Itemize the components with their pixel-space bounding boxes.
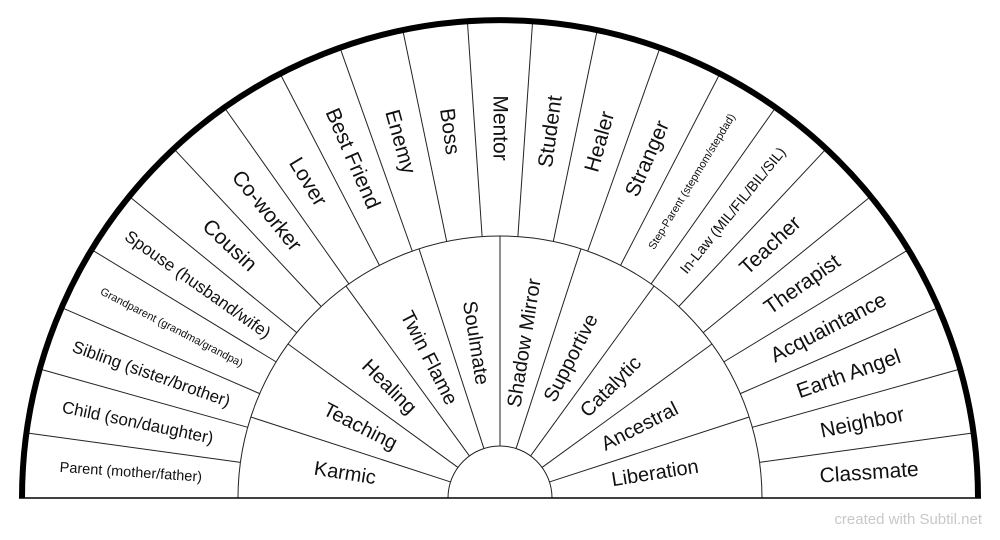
inner-ring-label: Healing (357, 355, 421, 419)
inner-ring-label: Catalytic (576, 352, 646, 422)
outer-divider (466, 21, 483, 237)
outer-divider (402, 29, 448, 242)
outer-divider (279, 73, 380, 266)
inner-divider (515, 248, 582, 449)
outer-ring-label: Enemy (380, 107, 420, 177)
outer-ring-label: Stranger (621, 117, 674, 200)
outer-divider (587, 47, 661, 252)
outer-ring-label: Healer (580, 109, 619, 175)
inner-divider (287, 343, 459, 468)
outer-divider (339, 47, 413, 252)
outer-arc (19, 17, 981, 499)
outer-divider (173, 148, 322, 307)
outer-divider (650, 107, 777, 285)
outer-divider (759, 432, 974, 463)
inner-ring-label: Teaching (319, 399, 400, 455)
outer-divider (752, 368, 961, 428)
outer-divider (517, 21, 534, 237)
outer-divider (26, 432, 241, 463)
inner-divider (541, 343, 713, 468)
inner-ring-label: Karmic (312, 458, 377, 489)
inner-divider (418, 248, 485, 449)
outer-divider (91, 249, 277, 363)
outer-divider (552, 29, 598, 242)
inner-divider (250, 416, 451, 483)
middle-arc (237, 235, 763, 499)
outer-divider (740, 307, 939, 395)
outer-ring-label: Spouse (husband/wife) (121, 227, 274, 343)
outer-ring-label: Boss (435, 107, 464, 156)
outer-ring-dividers (26, 21, 974, 463)
outer-divider (702, 195, 872, 334)
center-hub (447, 445, 553, 499)
outer-ring-label: Parent (mother/father) (59, 460, 202, 486)
inner-ring-label: Liberation (610, 456, 700, 491)
credit-watermark: created with Subtil.net (834, 511, 982, 528)
outer-divider (678, 148, 827, 307)
outer-ring-label: Mentor (489, 95, 512, 160)
outer-divider (128, 195, 298, 334)
inner-ring-label: Ancestral (598, 398, 682, 455)
outer-ring-label: Child (son/daughter) (60, 398, 215, 448)
inner-divider (345, 285, 470, 457)
inner-ring-dividers (250, 236, 750, 483)
inner-ring-label: Soulmate (458, 299, 493, 386)
outer-divider (620, 73, 721, 266)
outer-ring-label: Cousin (198, 215, 261, 276)
outer-divider (223, 107, 350, 285)
ring-arcs (19, 17, 981, 499)
inner-ring-label: Shadow Mirror (504, 277, 546, 409)
outer-ring-label: Classmate (819, 458, 920, 488)
outer-divider (723, 249, 909, 363)
outer-divider (61, 307, 260, 395)
outer-ring-label: Therapist (760, 250, 845, 319)
outer-ring-label: Teacher (735, 212, 805, 280)
outer-ring-label: Earth Angel (794, 345, 904, 403)
outer-ring-labels: Parent (mother/father) Child (son/daughte… (59, 94, 919, 488)
inner-divider (549, 416, 750, 483)
outer-ring-label: Neighbor (818, 403, 906, 443)
inner-divider (530, 285, 655, 457)
outer-ring-label: Student (534, 94, 567, 169)
outer-divider (39, 368, 248, 428)
